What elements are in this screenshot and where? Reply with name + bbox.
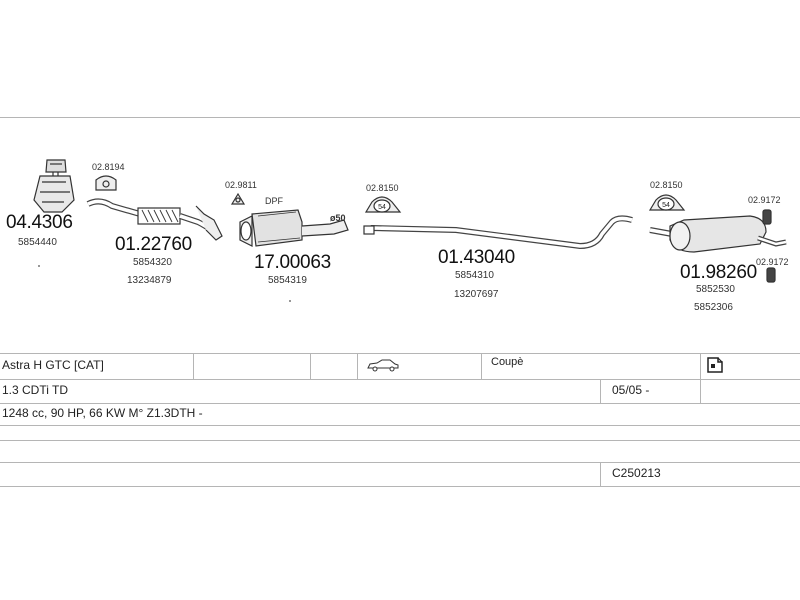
table-divider (481, 353, 482, 379)
engine-spec: 1248 cc, 90 HP, 66 KW M° Z1.3DTH - (2, 406, 203, 420)
table-border (0, 440, 800, 441)
table-border (0, 462, 800, 463)
part-ref: 5854310 (455, 270, 494, 281)
diameter-label: ø50 (330, 213, 346, 223)
accessory-code[interactable]: 02.8150 (650, 180, 683, 190)
document-icon[interactable] (706, 356, 724, 379)
table-border (0, 403, 800, 404)
part-ref: 5854319 (268, 275, 307, 286)
clamp-icon (364, 196, 402, 213)
table-border (0, 486, 800, 487)
part-code[interactable]: 17.00063 (254, 252, 331, 273)
gasket-icon (230, 192, 246, 205)
table-divider (600, 462, 601, 486)
table-divider (700, 353, 701, 379)
part-code[interactable]: 04.4306 (6, 212, 73, 233)
rear-silencer-icon (649, 215, 787, 253)
rubber-mount-icon (762, 209, 772, 225)
accessory-code[interactable]: 02.9172 (748, 195, 781, 205)
table-divider (600, 379, 601, 403)
gasket-icon (95, 175, 117, 191)
diagram-top-border (0, 117, 800, 118)
clamp-badge: 54 (378, 204, 386, 211)
part-ref: 5854320 (133, 257, 172, 268)
middle-pipe-icon (363, 215, 633, 250)
marker-dot (289, 300, 291, 302)
part-code[interactable]: 01.98260 (680, 262, 757, 283)
table-divider (700, 379, 701, 403)
dpf-icon (239, 209, 349, 247)
dpf-label: DPF (265, 196, 283, 206)
catalogue-code: C250213 (612, 466, 661, 480)
table-divider (357, 353, 358, 379)
part-ref: 13234879 (127, 275, 172, 286)
accessory-code[interactable]: 02.8194 (92, 162, 125, 172)
part-ref: 5854440 (18, 237, 57, 248)
accessory-code[interactable]: 02.8150 (366, 183, 399, 193)
part-ref: 5852306 (694, 302, 733, 313)
clamp-badge: 54 (662, 202, 670, 209)
catalytic-converter-icon (33, 159, 75, 213)
table-border (0, 353, 800, 354)
accessory-code[interactable]: 02.9172 (756, 257, 789, 267)
coupe-car-icon (366, 358, 400, 377)
marker-dot (38, 265, 40, 267)
front-pipe-icon (86, 198, 223, 241)
accessory-code[interactable]: 02.9811 (225, 180, 257, 190)
table-divider (193, 353, 194, 379)
rubber-mount-icon (766, 267, 776, 283)
engine-name: 1.3 CDTi TD (2, 383, 69, 397)
table-border (0, 425, 800, 426)
body-type: Coupè (491, 356, 524, 368)
table-divider (310, 353, 311, 379)
exhaust-diagram: 54 54 (33, 159, 787, 283)
table-border (0, 379, 800, 380)
production-date: 05/05 - (612, 383, 650, 397)
part-code[interactable]: 01.43040 (438, 247, 515, 268)
part-ref: 5852530 (696, 284, 735, 295)
clamp-icon (648, 194, 686, 211)
part-code[interactable]: 01.22760 (115, 234, 192, 255)
part-ref: 13207697 (454, 289, 499, 300)
vehicle-model: Astra H GTC [CAT] (2, 358, 104, 372)
